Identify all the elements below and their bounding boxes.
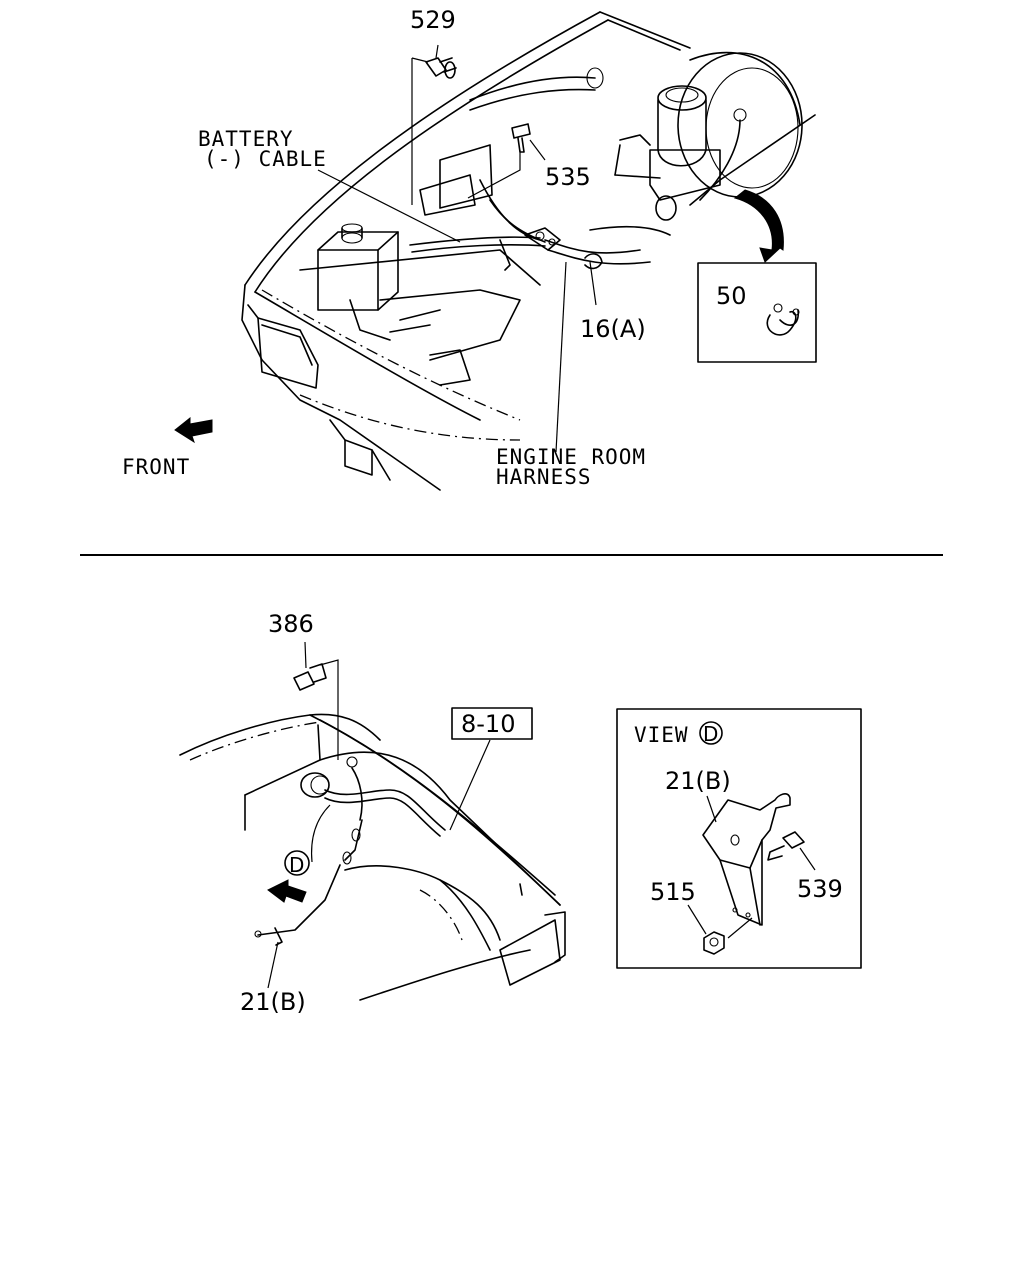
part-number-386: 386: [268, 610, 314, 638]
engine-room-harness-label-line1: ENGINE ROOM: [496, 445, 646, 469]
view-direction-arrow-icon: [267, 879, 307, 903]
reference-8-10: 8-10: [449, 707, 533, 831]
view-box-marker-letter: D: [703, 722, 718, 746]
part-386: 386: [268, 610, 339, 760]
hood-underside-illustration: [179, 713, 566, 1001]
view-title: VIEW: [634, 723, 689, 747]
part-number-16a: 16(A): [580, 315, 646, 343]
part-number-529: 529: [410, 6, 456, 34]
part-number-535: 535: [545, 163, 591, 191]
part-529: 529: [410, 6, 457, 205]
harness-leader: [555, 261, 567, 453]
part-number-539: 539: [797, 875, 843, 903]
part-535: 535: [467, 123, 591, 199]
part-number-21b-view: 21(B): [665, 767, 731, 795]
battery-cable-label-line1: BATTERY: [198, 127, 294, 151]
front-arrow-icon: [174, 416, 213, 444]
front-label: FRONT: [122, 455, 190, 479]
part-number-515: 515: [650, 878, 696, 906]
view-d-marker: D: [267, 804, 331, 903]
front-direction: FRONT: [122, 416, 213, 479]
battery-cable-label-line2: (-) CABLE: [204, 147, 327, 171]
detail-box-50: 50: [697, 262, 817, 363]
part-number-21b-main: 21(B): [240, 988, 306, 1016]
detail-pointer-arrow: [733, 189, 784, 263]
engine-compartment-illustration: [241, 11, 816, 491]
reference-number: 8-10: [461, 710, 515, 738]
battery-cable-leader: [317, 169, 461, 243]
part-number-50: 50: [716, 282, 747, 310]
view-marker-letter: D: [289, 853, 304, 877]
view-d-detail-box: VIEW D 539 515 21(B): [616, 708, 862, 969]
engine-room-harness-label-line2: HARNESS: [496, 465, 592, 489]
